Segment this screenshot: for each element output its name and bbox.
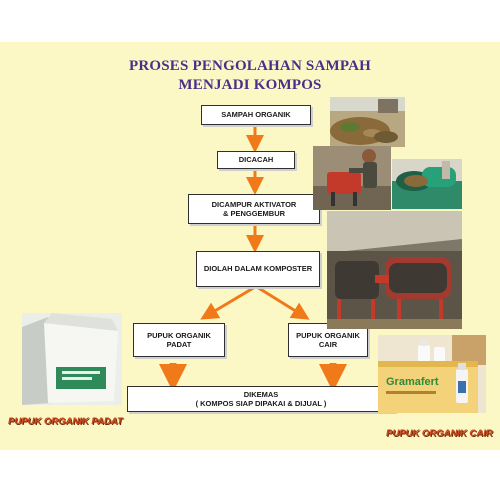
photo-solid-fertilizer-bags: [22, 313, 122, 405]
product-label: Gramafert: [386, 376, 439, 388]
step-pupuk-padat-line1: PUPUK ORGANIK: [147, 330, 211, 340]
step-dicacah: DICACAH: [217, 151, 295, 169]
step-dikemas-line1: DIKEMAS: [243, 389, 279, 399]
step-dicampur-line2: & PENGGEMBUR: [222, 209, 286, 218]
arrow-diolah-padat: [200, 285, 256, 320]
photo-composter-shed: [327, 211, 462, 329]
step-dicampur-line1: DICAMPUR AKTIVATOR: [211, 199, 297, 209]
photo-liquid-fertilizer: Gramafert: [378, 335, 486, 413]
step-sampah-organik: SAMPAH ORGANIK: [201, 105, 311, 125]
step-diolah-label: DIOLAH DALAM KOMPOSTER: [203, 264, 313, 274]
step-diolah: DIOLAH DALAM KOMPOSTER: [196, 251, 320, 287]
caption-pupuk-padat: PUPUK ORGANIK PADAT: [8, 416, 123, 427]
arrow-diolah-cair: [256, 285, 310, 320]
step-pupuk-padat: PUPUK ORGANIK PADAT: [133, 323, 225, 357]
caption-pupuk-cair: PUPUK ORGANIK CAIR: [386, 428, 493, 439]
step-dikemas: DIKEMAS ( KOMPOS SIAP DIPAKAI & DIJUAL ): [127, 386, 395, 412]
step-dicampur: DICAMPUR AKTIVATOR & PENGGEMBUR: [188, 194, 320, 224]
step-sampah-organik-label: SAMPAH ORGANIK: [221, 110, 291, 120]
photo-organic-waste: [330, 97, 405, 147]
step-pupuk-cair-line2: CAIR: [318, 340, 338, 349]
step-pupuk-cair-line1: PUPUK ORGANIK: [296, 330, 360, 340]
step-dicacah-label: DICACAH: [238, 155, 274, 165]
photo-chopper-worker: [313, 146, 391, 210]
step-pupuk-padat-line2: PADAT: [166, 340, 192, 349]
diagram-title-line1: PROSES PENGOLAHAN SAMPAH: [128, 58, 372, 74]
diagram-title-line2: MENJADI KOMPOS: [178, 77, 322, 93]
photo-mixing-drum: [392, 159, 462, 209]
step-dikemas-line2: ( KOMPOS SIAP DIPAKAI & DIJUAL ): [195, 399, 327, 408]
